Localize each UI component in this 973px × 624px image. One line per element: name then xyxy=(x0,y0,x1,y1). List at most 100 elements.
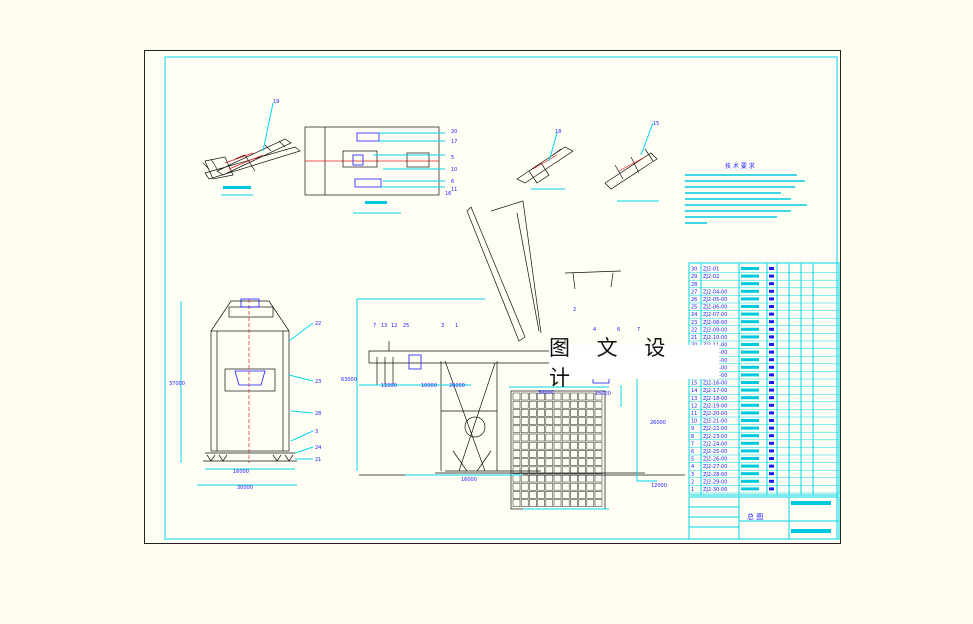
container-cell xyxy=(537,392,545,401)
parts-row-qty xyxy=(769,396,774,400)
dim-span-c: 20000 xyxy=(449,383,465,389)
parts-row-no: 27 xyxy=(691,289,697,295)
callout-balloon: 21 xyxy=(315,457,321,463)
parts-row-qty xyxy=(769,289,774,293)
container-cell xyxy=(586,433,595,442)
callout-balloon: 7 xyxy=(637,327,640,333)
parts-row-no: 26 xyxy=(691,297,697,303)
container-cell xyxy=(594,474,603,483)
parts-row-qty xyxy=(769,312,774,316)
frame-iso-view xyxy=(604,122,659,202)
dim-side-base-width: 30000 xyxy=(237,485,253,491)
container-cell xyxy=(578,466,586,475)
container-cell xyxy=(512,417,521,425)
callout-balloon: 12 xyxy=(391,323,397,329)
container-cell xyxy=(594,417,603,425)
parts-row-qty xyxy=(769,487,774,491)
container-cell xyxy=(561,499,570,507)
container-cell xyxy=(578,441,586,450)
callout-balloon: 25 xyxy=(403,323,409,329)
dim-main-height: 63000 xyxy=(341,377,357,383)
container-cell xyxy=(594,425,603,434)
parts-row-qty xyxy=(769,358,774,362)
container-cell xyxy=(529,433,537,442)
container-cell xyxy=(520,482,529,491)
container-cell xyxy=(586,482,595,491)
watermark-banner: 图 文 设 计 xyxy=(549,336,719,390)
container-cell xyxy=(537,482,545,491)
parts-row-code: ZJ2-22-00 xyxy=(703,426,727,432)
callout-balloon: 20 xyxy=(451,129,457,135)
container-cell xyxy=(529,482,537,491)
container-cell xyxy=(553,417,562,425)
parts-row-name xyxy=(741,320,759,324)
parts-row-no: 1 xyxy=(691,487,694,493)
container-cell xyxy=(561,417,570,425)
container-cell xyxy=(545,409,554,417)
container-cell xyxy=(586,491,595,499)
container-cell xyxy=(512,458,521,466)
container-cell xyxy=(537,441,545,450)
container-cell xyxy=(529,450,537,458)
parts-row-code: ZJ2-04-00 xyxy=(703,289,727,295)
parts-row-no: 13 xyxy=(691,396,697,402)
parts-row-qty xyxy=(769,381,774,384)
dim-span-b: 10000 xyxy=(421,383,437,389)
parts-row-code: ZJ2-20-00 xyxy=(703,411,727,417)
container-cell xyxy=(520,417,529,425)
container-cell xyxy=(529,466,537,475)
parts-row-name xyxy=(741,312,759,316)
container-cell xyxy=(545,441,554,450)
container-cell xyxy=(520,458,529,466)
container-cell xyxy=(594,433,603,442)
container-cell xyxy=(578,425,586,434)
parts-row-code: ZJ2-16-00 xyxy=(703,381,727,387)
container-cell xyxy=(578,400,586,409)
container-cell xyxy=(594,392,603,401)
container-cell xyxy=(520,425,529,434)
container-cell xyxy=(537,417,545,425)
callout-balloon: 3 xyxy=(441,323,444,329)
callout-balloon: 15 xyxy=(653,121,659,127)
container-cell xyxy=(570,499,578,507)
container-cell xyxy=(570,458,578,466)
cad-drawing: 技 术 要 求 xyxy=(164,56,840,540)
container-cell xyxy=(553,450,562,458)
container-cell xyxy=(537,491,545,499)
dim-span-a: 12000 xyxy=(381,383,397,389)
container-cell xyxy=(561,409,570,417)
callout-balloon: 1 xyxy=(455,323,458,329)
container-cell xyxy=(529,491,537,499)
callout-balloon: 24 xyxy=(315,445,321,451)
container-cell xyxy=(537,450,545,458)
container-cell xyxy=(570,474,578,483)
parts-row-no: 7 xyxy=(691,441,694,447)
parts-row-code: ZJ2-27-00 xyxy=(703,464,727,470)
parts-row-qty xyxy=(769,388,774,392)
title-block: 总 图 xyxy=(688,496,840,540)
container-cell xyxy=(561,450,570,458)
parts-row-name xyxy=(741,464,759,468)
parts-row-name xyxy=(741,403,759,407)
container-cell xyxy=(545,499,554,507)
container-cell xyxy=(529,392,537,401)
parts-row-no: 12 xyxy=(691,403,697,409)
parts-row-code: ZJ2-06-00 xyxy=(703,305,727,311)
parts-row-name xyxy=(741,335,759,339)
container-cell xyxy=(520,392,529,401)
container-cell xyxy=(545,491,554,499)
callout-balloon: 22 xyxy=(315,321,321,327)
parts-row-name xyxy=(741,419,759,422)
container-cell xyxy=(594,450,603,458)
parts-row-no: 5 xyxy=(691,457,694,463)
container-cell xyxy=(537,433,545,442)
container-cell xyxy=(586,400,595,409)
container-cell xyxy=(512,499,521,507)
callout-balloon: 17 xyxy=(451,139,457,145)
container-cell xyxy=(529,425,537,434)
container-cell xyxy=(520,433,529,442)
dim-rail-height: 26000 xyxy=(650,420,666,426)
container-cell xyxy=(529,499,537,507)
boom-iso-view xyxy=(202,102,301,196)
container-cell xyxy=(529,400,537,409)
